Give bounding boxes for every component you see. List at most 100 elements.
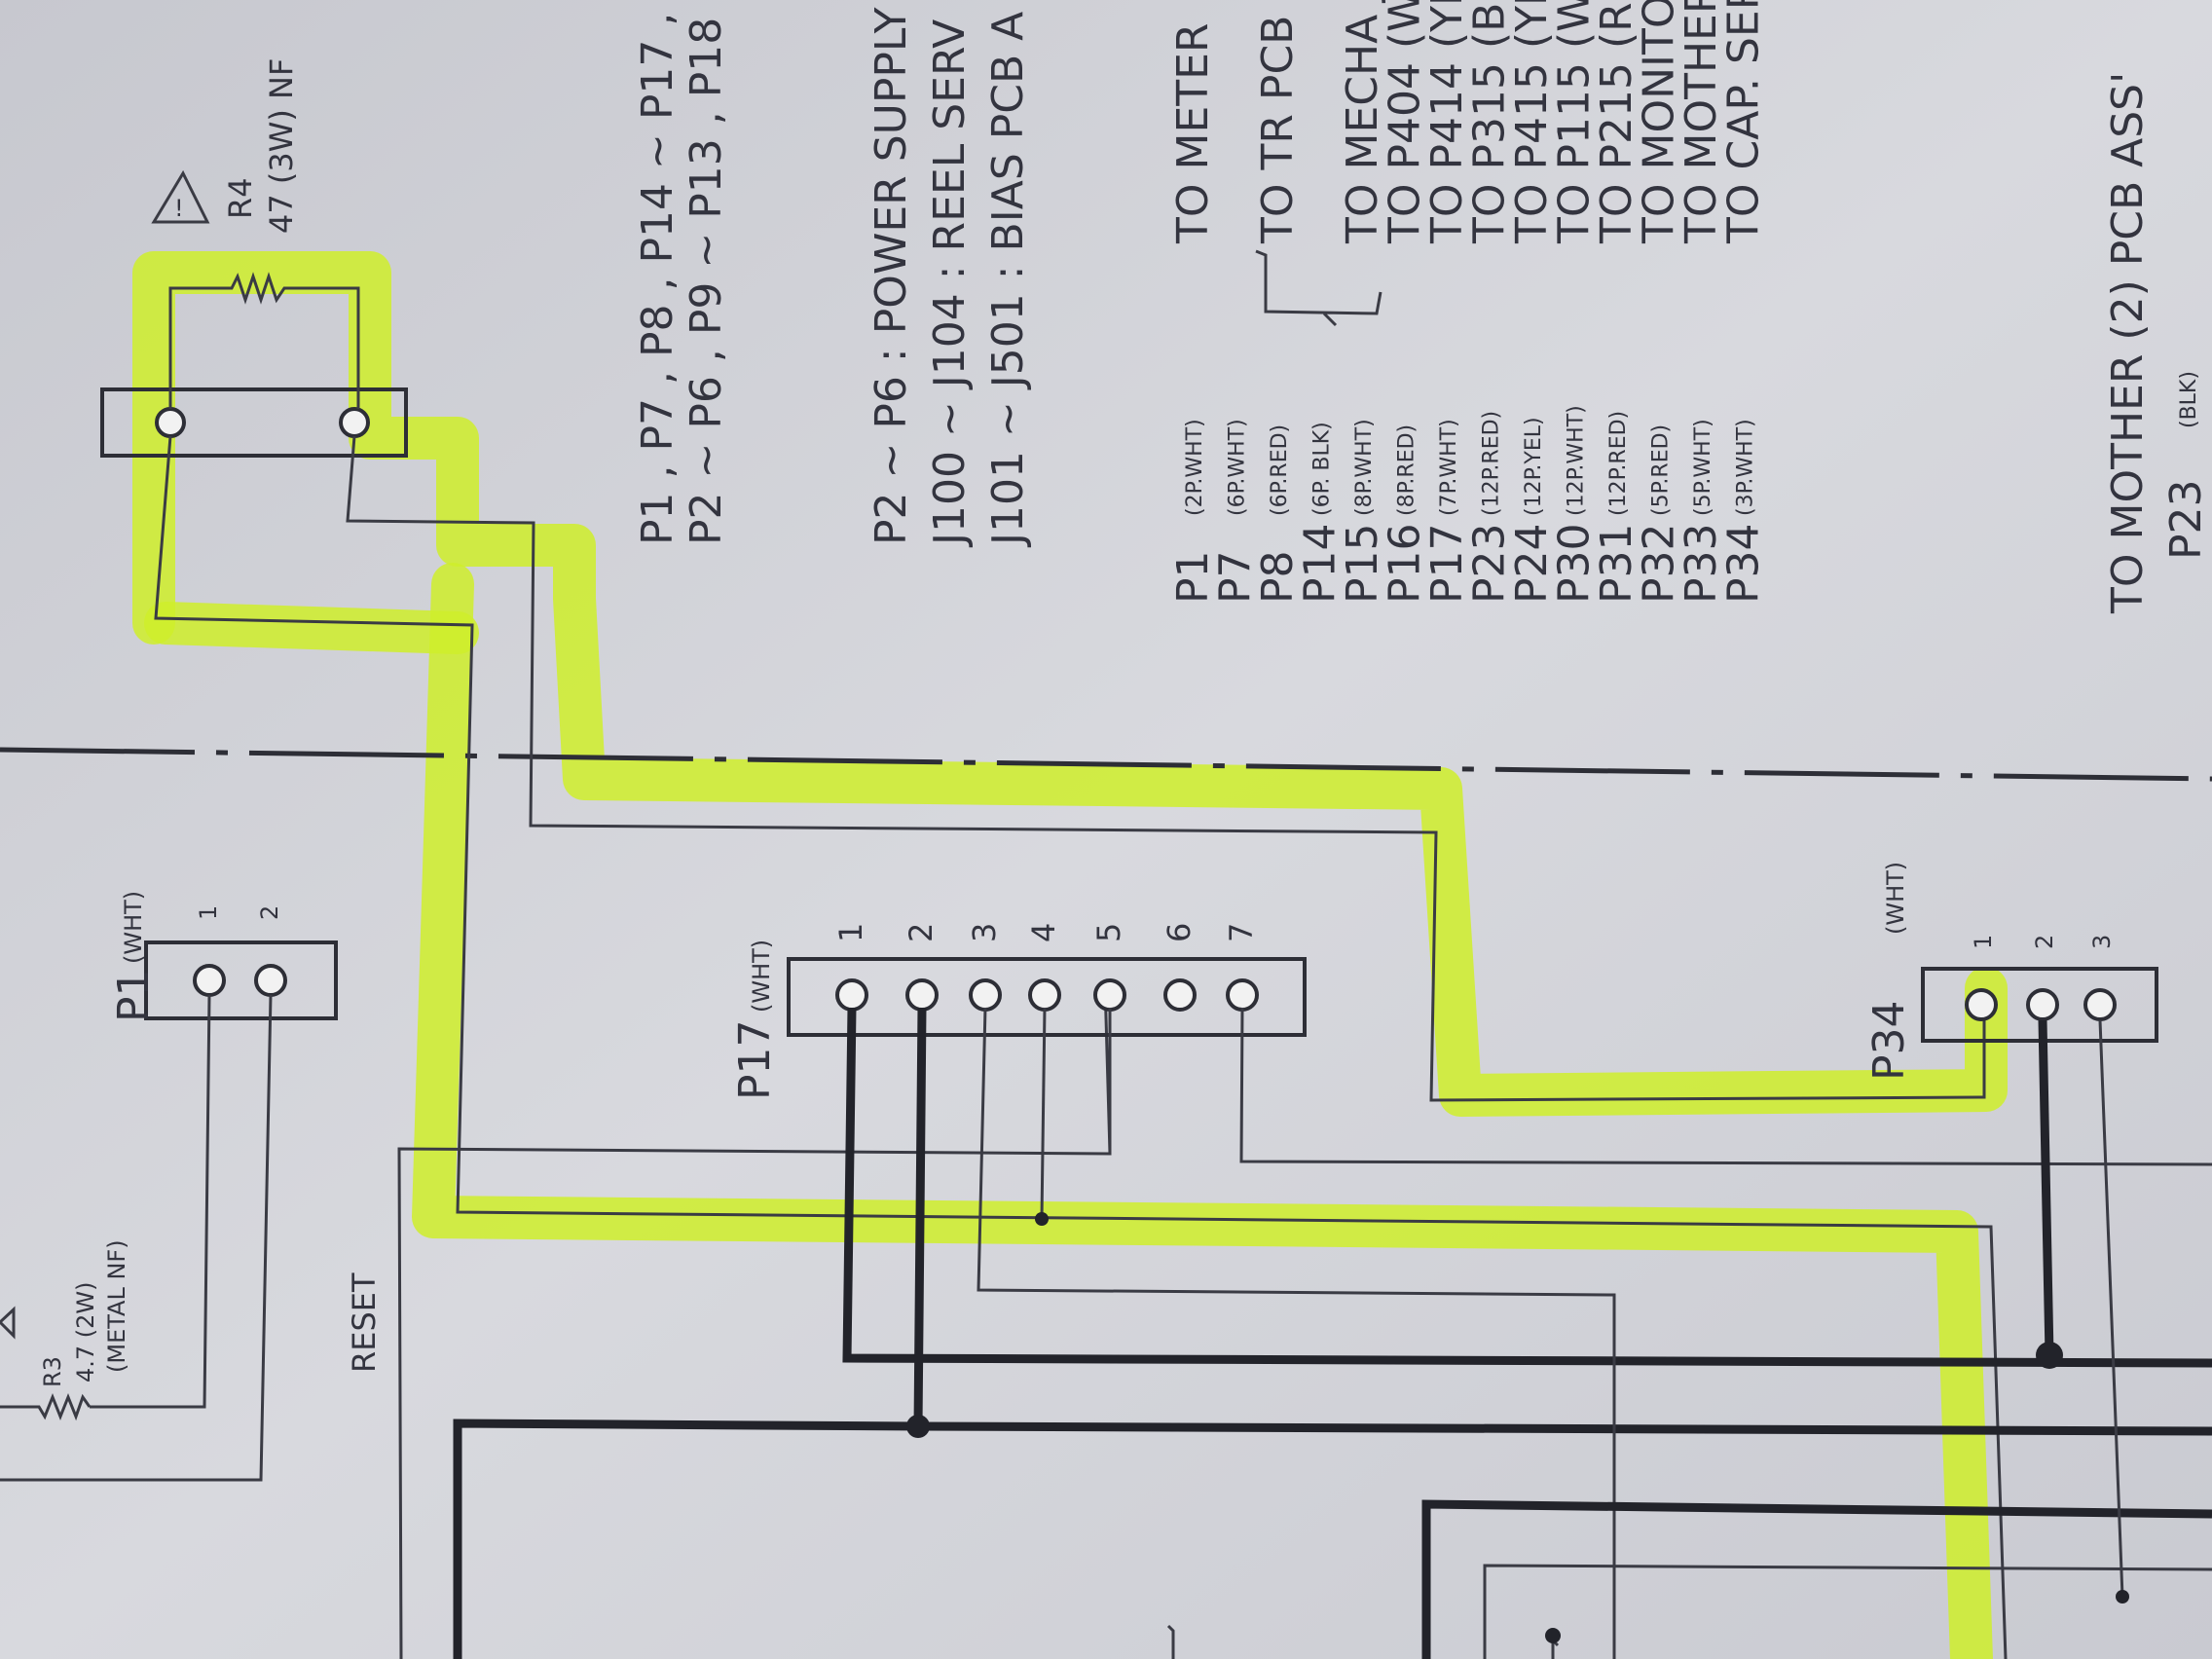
connector-table-row: P1(2P.WHT)TO METER <box>1168 22 1218 604</box>
p17-pin-number: 3 <box>966 923 1003 942</box>
p17-connector: 1 2 3 4 5 6 7 P17 (WHT) <box>453 923 2212 1659</box>
p17-pin-number: 2 <box>903 923 940 942</box>
connector-name: P16 <box>1381 523 1430 604</box>
connector-table-row: P7 (6P.WHT) <box>1211 419 1261 604</box>
connector-name: P15 <box>1338 523 1387 604</box>
connector-table-row: P33(5P.WHT)TO MOTHER ( <box>1677 0 1726 604</box>
connector-spec: (8P.WHT) <box>1352 419 1377 516</box>
header-line-1: P1 , P7 , P8 , P14 ~ P17 , P <box>633 0 682 545</box>
connector-table-row: P24 (12P.YEL) TO P415 (YE <box>1507 0 1557 604</box>
p1-connector: P1 (WHT) 1 2 <box>0 891 338 1482</box>
connector-table-row: P14 (6P. BLK) <box>1296 422 1346 604</box>
p17-pin-circle <box>1163 978 1197 1012</box>
connector-table-row: P15 (8P.WHT) TO MECHA J <box>1338 0 1387 604</box>
connector-spec: (2P.WHT) <box>1183 419 1207 516</box>
connector-spec: (5P.WHT) <box>1691 419 1715 516</box>
reset-wire <box>397 982 1112 1659</box>
footer-line-2: P23 <box>2161 479 2211 560</box>
p17-pin-number: 5 <box>1090 923 1127 942</box>
p17-pin-circle <box>1226 978 1259 1012</box>
r3-value: 4.7 (2W) <box>72 1281 99 1382</box>
footer-line-1: TO MOTHER (2) PCB ASS' <box>2103 72 2153 614</box>
connector-spec: (12P.RED) <box>1606 411 1631 516</box>
p17-pin-circle <box>905 978 939 1012</box>
p34-pin-circle <box>1965 988 1998 1021</box>
connector-table-row: P32(5P.RED)TO MONITOR <box>1635 0 1684 604</box>
r3-ref: R3 <box>39 1356 66 1387</box>
p34-pin-circle <box>2026 988 2059 1021</box>
connector-destination: TO TR PCB <box>1253 16 1303 244</box>
p17-pin-number: 4 <box>1025 923 1062 942</box>
p34-pin-number: 1 <box>1970 935 1997 949</box>
connector-spec: (7P.WHT) <box>1437 419 1461 516</box>
connector-table: P1(2P.WHT)TO METERP7(6P.WHT)P8(6P.RED)TO… <box>1168 0 1769 604</box>
r4-ref: R4 <box>222 177 259 219</box>
connector-destination: TO P115 (WH <box>1550 0 1600 244</box>
r3-type: (METAL NF) <box>103 1239 130 1373</box>
p1-pin-2: 2 <box>256 905 283 920</box>
p34-label: P34 <box>1864 1000 1914 1081</box>
connector-table-row: P17 (7P.WHT) TO P414 (YE <box>1422 0 1472 604</box>
footer-note: TO MOTHER (2) PCB ASS' P23 (BLK) <box>2103 72 2211 614</box>
connector-spec: (12P.RED) <box>1480 411 1504 516</box>
p34-pin-number: 2 <box>2031 935 2058 949</box>
p17-spec: (WHT) <box>748 940 775 1013</box>
connector-destination: TO P215 (RE <box>1592 0 1641 244</box>
connector-spec: (3P.WHT) <box>1734 419 1758 516</box>
connector-table-row: P34(3P.WHT)TO CAP. SERV <box>1719 0 1769 604</box>
p17-pin-circle <box>1093 978 1126 1012</box>
p34-pin-circle <box>2083 988 2117 1021</box>
connector-name: P24 <box>1507 523 1557 604</box>
connector-destination: TO MONITOR <box>1635 0 1684 244</box>
r4-resistor <box>100 272 2008 1659</box>
header-line-4: J100 ~ J104 : REEL SERV <box>925 19 975 548</box>
connector-name: P23 <box>1465 523 1515 604</box>
tr-pcb-bracket <box>1255 249 1382 327</box>
connector-table-row: P23 (12P.RED) TO P315 (BL <box>1465 0 1515 604</box>
p17-pin-number: 6 <box>1161 923 1198 942</box>
p17-label: P17 <box>730 1019 780 1100</box>
r4-value: 47 (3W) NF <box>263 58 300 234</box>
connector-table-row: P8(6P.RED)TO TR PCB <box>1253 16 1303 604</box>
p1-spec: (WHT) <box>120 891 147 964</box>
svg-text:!: ! <box>174 195 184 222</box>
connector-spec: (12P.WHT) <box>1565 405 1589 516</box>
connector-name: P34 <box>1719 523 1769 604</box>
connector-spec: (6P. BLK) <box>1310 422 1335 516</box>
connector-spec: (5P.RED) <box>1649 424 1674 516</box>
reset-label: RESET <box>346 1272 383 1373</box>
warning-triangle-icon: ! <box>151 169 210 224</box>
lower-bus-lines <box>1166 1499 2212 1659</box>
header-line-5: J101 ~ J501 : BIAS PCB A <box>983 12 1033 548</box>
connector-table-row: P16(8P.RED)TO P404 (W <box>1381 0 1430 604</box>
connector-name: P17 <box>1422 523 1472 604</box>
highlighter-trace <box>132 251 2008 1659</box>
connector-name: P31 <box>1592 523 1641 604</box>
connector-spec: (6P.WHT) <box>1226 419 1250 516</box>
connector-name: P7 <box>1211 550 1261 604</box>
p17-pin-number: 7 <box>1223 923 1260 942</box>
connector-destination: TO P414 (YE <box>1422 0 1472 244</box>
connector-spec: (6P.RED) <box>1268 424 1292 516</box>
connector-destination: TO METER <box>1168 22 1218 244</box>
p34-spec: (WHT) <box>1882 862 1909 935</box>
p17-pin-circle <box>1028 978 1061 1012</box>
connector-name: P33 <box>1677 523 1726 604</box>
pcb-boundary-line <box>0 747 2212 782</box>
connector-destination: TO P404 (W <box>1381 0 1430 244</box>
header-line-2: P2 ~ P6 , P9 ~ P13 , P18 ~ <box>682 0 731 545</box>
connector-table-row: P31 (12P.RED) TO P215 (RE <box>1592 0 1641 604</box>
connector-spec: (12P.YEL) <box>1522 417 1546 516</box>
connector-name: P30 <box>1550 523 1600 604</box>
header-texts: R4 47 (3W) NF P1 , P7 , P8 , P14 ~ P17 ,… <box>222 0 1033 548</box>
connector-destination: TO P415 (YE <box>1507 0 1557 244</box>
header-line-3: P2 ~ P6 : POWER SUPPLY <box>866 7 916 545</box>
connector-destination: TO MECHA J <box>1338 0 1387 244</box>
connector-destination: TO P315 (BL <box>1465 0 1515 244</box>
connector-table-row: P30 (12P.WHT) TO P115 (WH <box>1550 0 1600 604</box>
p1-label: P1 <box>109 969 159 1022</box>
connector-name: P14 <box>1296 523 1346 604</box>
p17-pin-number: 1 <box>832 923 869 942</box>
